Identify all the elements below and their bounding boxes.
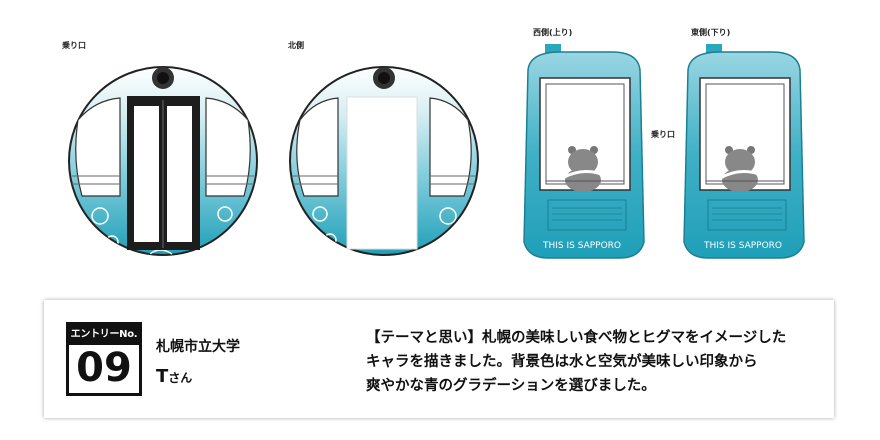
author-initial: T bbox=[156, 366, 169, 387]
entry-description: 【テーマと思い】札幌の美味しい食べ物とヒグマをイメージした キャラを描きました。… bbox=[366, 326, 826, 398]
description-line: 爽やかな青のグラデーションを選びました。 bbox=[366, 378, 656, 394]
author-name: Tさん bbox=[156, 366, 192, 387]
label-north-view: 北側 bbox=[288, 41, 304, 50]
entry-badge-label: エントリーNo. bbox=[69, 325, 139, 345]
author-suffix: さん bbox=[168, 371, 193, 385]
school-name: 札幌市立大学 bbox=[156, 339, 240, 355]
description-line: キャラを描きました。背景色は水と空気が美味しい印象から bbox=[366, 354, 758, 370]
west-view-gondola bbox=[523, 44, 645, 259]
label-west-view: 西側(上り) bbox=[533, 28, 573, 37]
gondola-artwork: THIS IS SAPPORO THIS IS SAPPORO bbox=[68, 44, 805, 259]
front-view-gondola bbox=[68, 66, 258, 256]
west-gondola-text: THIS IS SAPPORO bbox=[542, 241, 621, 251]
label-east-view: 東側(下り) bbox=[691, 28, 731, 37]
entry-badge: エントリーNo. 09 bbox=[66, 322, 142, 396]
entry-info-panel: エントリーNo. 09 札幌市立大学 Tさん 【テーマと思い】札幌の美味しい食べ… bbox=[44, 300, 834, 418]
description-line: 【テーマと思い】札幌の美味しい食べ物とヒグマをイメージした bbox=[366, 330, 787, 346]
north-view-gondola bbox=[289, 66, 479, 256]
label-front-view: 乗り口 bbox=[62, 41, 86, 50]
entry-number: 09 bbox=[76, 345, 132, 391]
east-gondola-text: THIS IS SAPPORO bbox=[703, 241, 782, 251]
label-entrance-side: 乗り口 bbox=[651, 130, 675, 139]
east-view-gondola bbox=[683, 44, 805, 259]
